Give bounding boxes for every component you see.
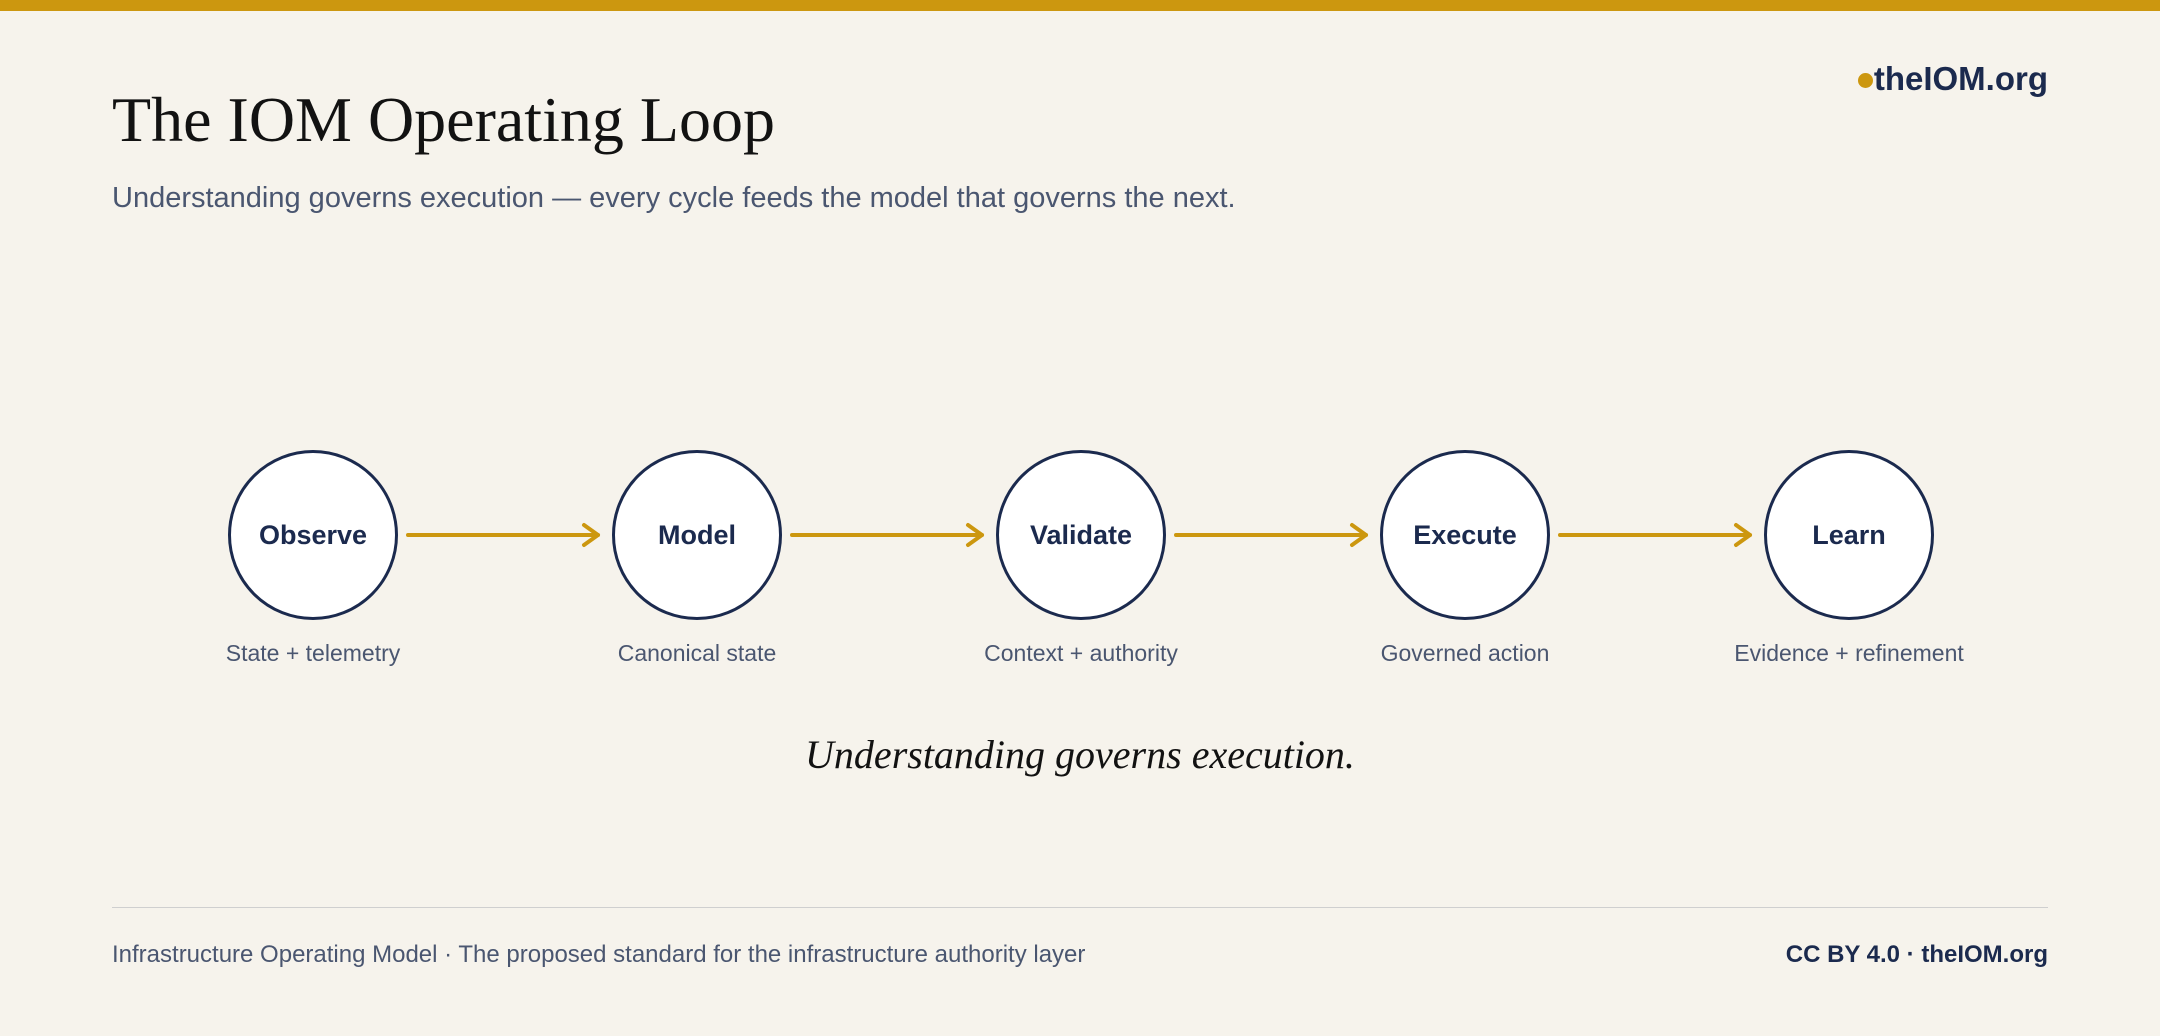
footer-license: CC BY 4.0 · theIOM.org: [1785, 941, 2048, 968]
stage-execute-caption: Governed action: [1380, 640, 1550, 666]
stage-observe-caption: State + telemetry: [225, 640, 401, 666]
arrow-execute-to-learn: [1558, 523, 1752, 547]
footer-divider: [112, 907, 2048, 908]
arrow-observe-to-model: [406, 523, 600, 547]
stage-validate-caption: Context + authority: [984, 640, 1178, 666]
stage-learn-caption: Evidence + refinement: [1734, 640, 1964, 666]
top-accent-bar: [0, 0, 2160, 11]
arrow-validate-to-execute: [1174, 523, 1368, 547]
page-subtitle: Understanding governs execution — every …: [112, 182, 1236, 214]
brand-logo[interactable]: theIOM.org: [1857, 60, 2048, 98]
stage-observe-node: Observe: [228, 450, 398, 620]
stage-execute-node: Execute: [1380, 450, 1550, 620]
loop-connectors: [406, 523, 1752, 547]
stage-learn-node: Learn: [1764, 450, 1934, 620]
footer-description: Infrastructure Operating Model · The pro…: [112, 941, 1086, 968]
page-title: The IOM Operating Loop: [112, 84, 775, 155]
stage-model-caption: Canonical state: [617, 640, 777, 666]
brand-dot-icon: [1857, 72, 1873, 88]
arrow-model-to-validate: [790, 523, 984, 547]
stage-model-node: Model: [612, 450, 782, 620]
stage-validate-node: Validate: [996, 450, 1166, 620]
tagline: Understanding governs execution.: [805, 732, 1355, 777]
brand-name: theIOM.org: [1873, 60, 2048, 97]
